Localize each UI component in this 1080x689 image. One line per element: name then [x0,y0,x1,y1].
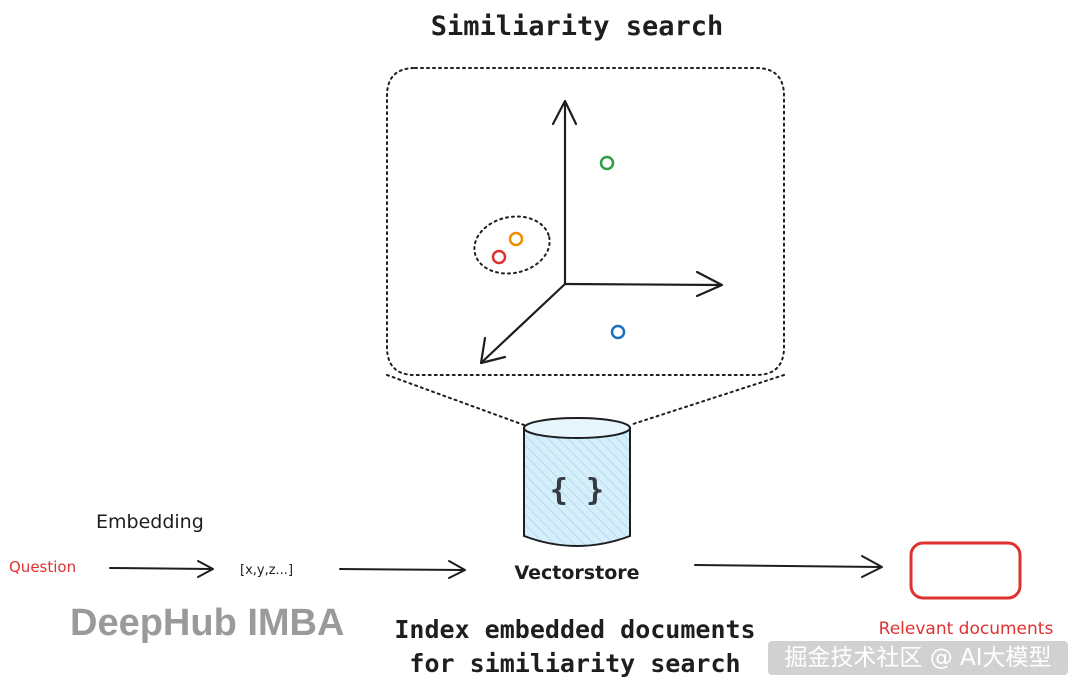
x-axis-arrowhead [695,270,724,298]
vectorstore-label: Vectorstore [514,562,639,584]
z-axis [480,282,567,364]
relevant-documents-label: Relevant documents [879,619,1054,639]
blue-point [610,324,626,340]
caption-line-2: for similiarity search [409,649,740,678]
question-label: Question [9,558,76,576]
green-point [599,155,615,171]
embedding-label: Embedding [96,511,204,533]
vectorstore-cylinder: { } [523,417,631,547]
vector-label: [x,y,z...] [240,563,293,578]
caption-line-1: Index embedded documents [394,615,755,644]
y-axis-arrowhead [551,99,578,126]
red-point [491,249,507,265]
relevant-documents-box [909,541,1022,600]
json-braces-icon: { } [550,473,604,508]
axes [479,99,724,365]
source-watermark: 掘金技术社区 @ AI大模型 [768,641,1068,675]
z-axis-arrowhead [479,336,507,365]
vector-space-box [386,67,785,376]
funnel-line-right [629,374,785,426]
cluster-ellipse [473,215,551,275]
diagram-title: Similiarity search [431,11,724,42]
funnel-line-left [386,374,525,426]
source-watermark-text: 掘金技术社区 @ AI大模型 [784,645,1051,671]
arrow-vectorstore-to-documents [694,555,883,578]
arrow-vector-to-vectorstore [339,560,466,579]
arrow-question-to-vector [109,560,214,578]
brand-watermark: DeepHub IMBA [70,602,344,644]
x-axis [563,282,723,287]
orange-point [508,231,524,247]
